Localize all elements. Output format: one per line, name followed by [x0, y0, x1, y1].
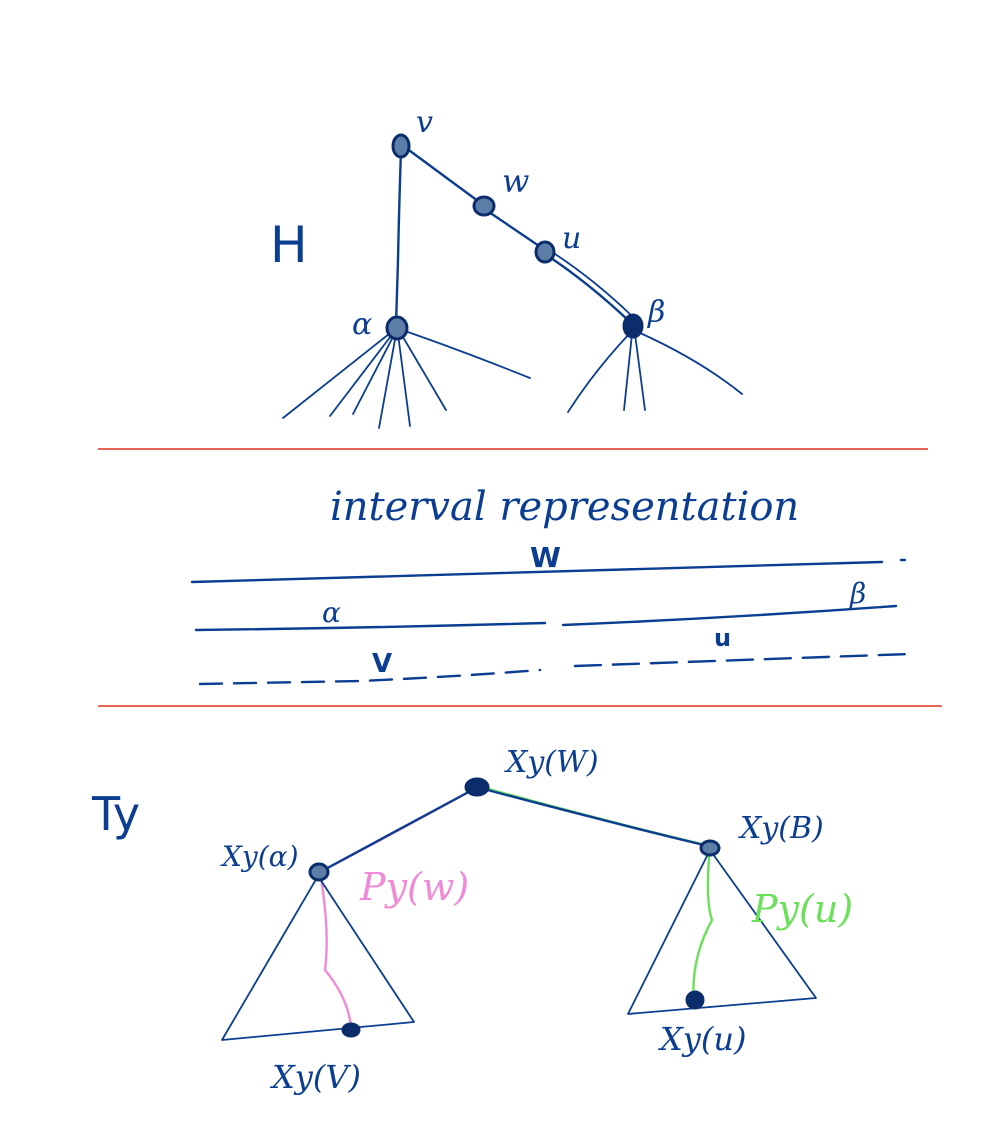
node-xy-u [685, 990, 705, 1010]
label-xy-u: Xy(u) [657, 1020, 746, 1058]
interval-label-u: u [714, 624, 731, 652]
label-xy-alpha: Xy(α) [220, 840, 299, 873]
interval-caption: interval representation [330, 484, 799, 530]
node-xy-w [464, 777, 490, 797]
edge-xw-xalpha [318, 786, 478, 874]
label-py-w: Py(w) [359, 865, 469, 909]
beta-subtree [567, 331, 743, 413]
edge-xw-xbeta [478, 786, 710, 848]
node-u [534, 240, 556, 264]
interval-alpha [194, 621, 547, 632]
node-xy-beta [699, 839, 721, 857]
label-u: u [562, 221, 581, 256]
interval-beta [561, 604, 898, 627]
interval-label-v: V [372, 649, 392, 679]
graph-h-title: H [270, 216, 308, 274]
label-py-u: Py(u) [751, 887, 853, 931]
node-beta [622, 313, 644, 339]
tree-ty-title: Ty [91, 787, 140, 841]
node-alpha [385, 315, 409, 341]
node-w [472, 195, 496, 217]
interval-label-beta: β [849, 577, 866, 610]
node-v [391, 133, 411, 159]
edge-u-beta-2 [551, 251, 635, 319]
alpha-subtree [282, 329, 531, 429]
subtree-right [627, 849, 817, 1015]
node-xy-v [341, 1022, 361, 1038]
label-xy-w: Xy(W) [504, 745, 599, 780]
label-beta: β [647, 295, 665, 330]
interval-label-w: W [530, 541, 561, 574]
edge-u-beta [546, 254, 632, 324]
label-xy-beta: Xy(B) [738, 811, 824, 846]
interval-w [190, 560, 884, 584]
label-w: w [502, 162, 529, 200]
label-v: v [416, 105, 433, 140]
label-xy-v: Xy(V) [269, 1058, 361, 1096]
interval-v [198, 668, 542, 686]
subtree-left [221, 875, 415, 1041]
interval-label-alpha: α [322, 596, 341, 629]
interval-representation: interval representation W α β V u [190, 484, 912, 686]
interval-u [573, 652, 912, 668]
edge-v-w [400, 143, 484, 206]
label-alpha: α [352, 307, 372, 342]
edge-v-alpha [394, 148, 403, 327]
node-xy-alpha [308, 862, 330, 882]
edge-w-u [484, 208, 544, 250]
graph-h: H v w u [270, 105, 743, 429]
tree-ty: Ty Xy(W) Xy(α) Xy(B) Py(w) Py(u) Xy(V) X… [91, 745, 853, 1096]
